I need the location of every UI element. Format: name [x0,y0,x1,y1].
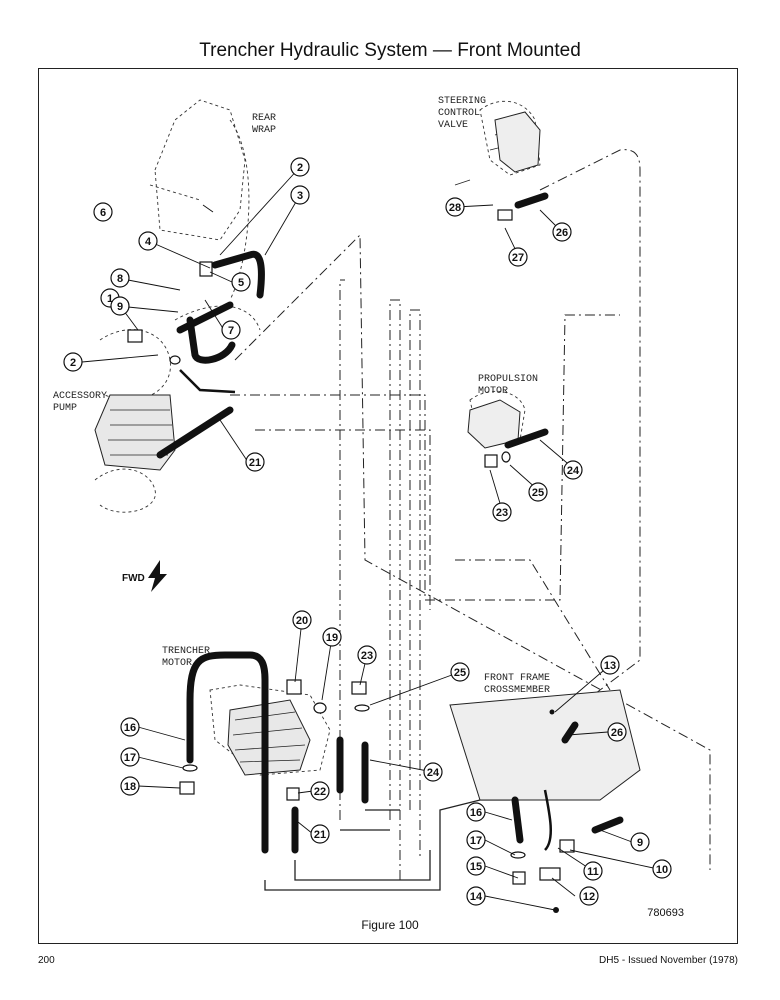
callout-21a: 21 [249,457,261,469]
callout-20: 20 [296,615,308,627]
bolt-13-dot [549,709,555,715]
callout-9a: 9 [117,301,123,313]
callout-25a: 25 [454,667,466,679]
label-steering-2: CONTROL [438,108,480,119]
label-accessory-pump-1: ACCESSORY [53,391,107,402]
label-trencher-1: TRENCHER [162,646,210,657]
fwd-label: FWD [122,573,145,584]
callout-23b: 23 [496,507,508,519]
callout-26a: 26 [611,727,623,739]
page-title: Trencher Hydraulic System — Front Mounte… [199,40,581,61]
callout-17a: 17 [124,752,136,764]
callout-10: 10 [656,864,668,876]
callout-26b: 26 [556,227,568,239]
callout-28: 28 [449,202,461,214]
callout-11: 11 [587,866,599,878]
callout-18: 18 [124,781,136,793]
callout-16a: 16 [124,722,136,734]
callout-2b: 2 [297,162,303,174]
label-propulsion-2: MOTOR [478,386,508,397]
callout-14: 14 [470,891,483,903]
callout-19: 19 [326,632,338,644]
label-steering-1: STEERING [438,96,486,107]
bolt-14-dot [553,907,559,913]
figure-frame [38,68,738,944]
callout-6: 6 [100,207,106,219]
callout-15: 15 [470,861,482,873]
callout-7: 7 [228,325,234,337]
label-propulsion-1: PROPULSION [478,374,538,385]
label-front-frame-2: CROSSMEMBER [484,685,550,696]
callout-23a: 23 [361,650,373,662]
callout-27: 27 [512,252,524,264]
figure-caption: Figure 100 [361,918,419,932]
label-front-frame-1: FRONT FRAME [484,673,550,684]
callout-2a: 2 [70,357,76,369]
callout-9b: 9 [637,837,643,849]
callout-24b: 24 [567,465,580,477]
callout-24a: 24 [427,767,440,779]
fwd-arrow-icon [148,560,167,592]
label-rear-wrap-1: REAR [252,113,276,124]
callout-4: 4 [145,236,152,248]
doc-info: DH5 - Issued November (1978) [599,955,738,966]
callout-1: 1 [107,293,113,305]
callout-21b: 21 [314,829,326,841]
callout-5: 5 [238,277,244,289]
callout-16b: 16 [470,807,482,819]
label-rear-wrap-2: WRAP [252,125,276,136]
callout-8: 8 [117,273,123,285]
figure-code: 780693 [647,907,684,919]
callout-22: 22 [314,786,326,798]
callout-17b: 17 [470,835,482,847]
label-steering-3: VALVE [438,120,468,131]
callout-12: 12 [583,891,595,903]
callout-3: 3 [297,190,303,202]
label-accessory-pump-2: PUMP [53,403,77,414]
callout-25b: 25 [532,487,544,499]
callout-13: 13 [604,660,616,672]
page-number: 200 [38,955,55,966]
label-trencher-2: MOTOR [162,658,192,669]
